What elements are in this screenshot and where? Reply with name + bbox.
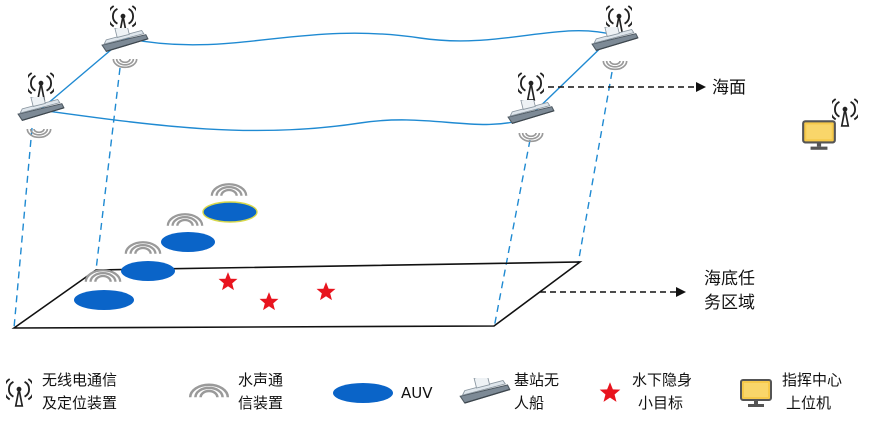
legend-acoustic: 水声通 信装置 bbox=[188, 371, 283, 412]
command-center bbox=[802, 98, 858, 151]
sea-surface-label: 海面 bbox=[712, 78, 746, 98]
legend-acoustic-line2: 信装置 bbox=[238, 394, 283, 412]
legend-target: 水下隐身 小目标 bbox=[599, 371, 692, 412]
vertical-dashed-links bbox=[13, 67, 613, 329]
link-far-wave bbox=[124, 30, 615, 46]
seabed-plane bbox=[11, 261, 583, 329]
legend-radio-line1: 无线电通信 bbox=[42, 371, 117, 389]
legend: 无线电通信 及定位装置 水声通 信装置 AUV 基站无 人船 水下隐身 小目标 … bbox=[6, 371, 842, 412]
auv-body bbox=[74, 290, 134, 310]
legend-command-line2: 上位机 bbox=[786, 394, 831, 412]
legend-ship: 基站无 人船 bbox=[459, 371, 559, 412]
dash-left-front bbox=[13, 127, 33, 329]
target-star-icon bbox=[599, 382, 621, 402]
seabed-callout: 海底任 务区域 bbox=[540, 269, 755, 313]
auv-3 bbox=[121, 241, 175, 281]
acoustic-wave-icon bbox=[112, 58, 138, 69]
monitor-icon bbox=[802, 120, 836, 151]
link-near-wave bbox=[39, 109, 529, 132]
dash-right-back bbox=[577, 71, 613, 265]
legend-target-line2: 小目标 bbox=[638, 394, 683, 412]
ship-icon bbox=[507, 100, 555, 124]
legend-acoustic-line1: 水声通 bbox=[238, 371, 283, 389]
target-star-icon bbox=[259, 292, 279, 311]
seabed-label-line1: 海底任 bbox=[704, 269, 755, 289]
monitor-icon bbox=[739, 378, 773, 409]
target-star-icon bbox=[316, 282, 336, 301]
ship-icon bbox=[459, 378, 511, 404]
seabed-label-line2: 务区域 bbox=[704, 293, 755, 313]
legend-ship-line2: 人船 bbox=[514, 394, 544, 412]
base-ship-front-left bbox=[17, 72, 65, 139]
acoustic-wave-icon bbox=[210, 183, 248, 197]
dash-left-back bbox=[95, 67, 121, 271]
legend-radio-line2: 及定位装置 bbox=[42, 394, 117, 412]
auv-4 bbox=[74, 269, 134, 310]
acoustic-wave-icon bbox=[166, 213, 204, 227]
base-ship-back-right bbox=[591, 5, 639, 71]
legend-command: 指挥中心 上位机 bbox=[739, 371, 842, 412]
target-star-icon bbox=[218, 272, 238, 291]
legend-command-line1: 指挥中心 bbox=[782, 371, 842, 389]
legend-radio: 无线电通信 及定位装置 bbox=[6, 371, 117, 412]
auv-1 bbox=[202, 183, 258, 223]
auv-body bbox=[161, 232, 215, 252]
dash-right-front bbox=[493, 139, 531, 329]
auv-body bbox=[121, 261, 175, 281]
radio-antenna-icon bbox=[28, 72, 54, 101]
auv-formation bbox=[74, 183, 258, 310]
acoustic-wave-icon bbox=[518, 132, 544, 143]
base-ship-front-right bbox=[507, 72, 555, 143]
legend-target-line1: 水下隐身 bbox=[632, 371, 692, 389]
auv-2 bbox=[161, 213, 215, 252]
ship-icon bbox=[17, 97, 65, 121]
underwater-targets bbox=[218, 272, 336, 311]
radio-antenna-icon bbox=[518, 72, 544, 101]
radio-antenna-icon bbox=[6, 378, 32, 407]
acoustic-wave-icon bbox=[84, 269, 122, 283]
sea-surface-callout: 海面 bbox=[548, 78, 746, 98]
legend-auv: AUV bbox=[333, 383, 433, 403]
legend-auv-label: AUV bbox=[401, 384, 433, 402]
legend-ship-line1: 基站无 bbox=[514, 371, 559, 389]
acoustic-wave-icon bbox=[124, 241, 162, 255]
base-ship-back-left bbox=[101, 5, 149, 69]
auv-icon bbox=[333, 383, 393, 403]
auv-body bbox=[202, 201, 258, 223]
acoustic-wave-icon bbox=[602, 60, 628, 71]
acoustic-wave-icon bbox=[188, 383, 230, 399]
